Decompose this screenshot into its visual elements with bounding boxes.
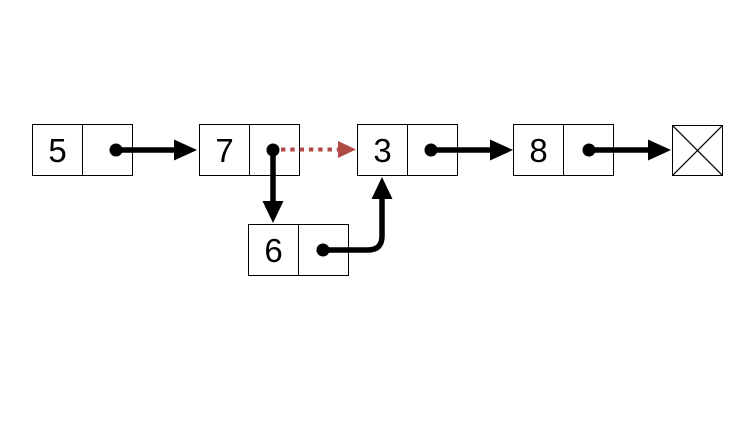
x-icon <box>673 126 722 175</box>
node-7: 7 <box>199 124 300 176</box>
node-3-value: 3 <box>358 125 408 175</box>
node-8: 8 <box>513 124 614 176</box>
node-7-pointer-cell <box>250 125 299 175</box>
node-7-value: 7 <box>200 125 250 175</box>
node-8-value: 8 <box>514 125 564 175</box>
node-6-pointer-cell <box>299 225 348 275</box>
node-6: 6 <box>248 224 349 276</box>
node-8-pointer-cell <box>564 125 613 175</box>
node-6-value: 6 <box>249 225 299 275</box>
null-terminator <box>672 125 723 176</box>
node-3-pointer-cell <box>408 125 457 175</box>
node-5: 5 <box>32 124 133 176</box>
node-5-pointer-cell <box>83 125 132 175</box>
node-5-value: 5 <box>33 125 83 175</box>
node-3: 3 <box>357 124 458 176</box>
